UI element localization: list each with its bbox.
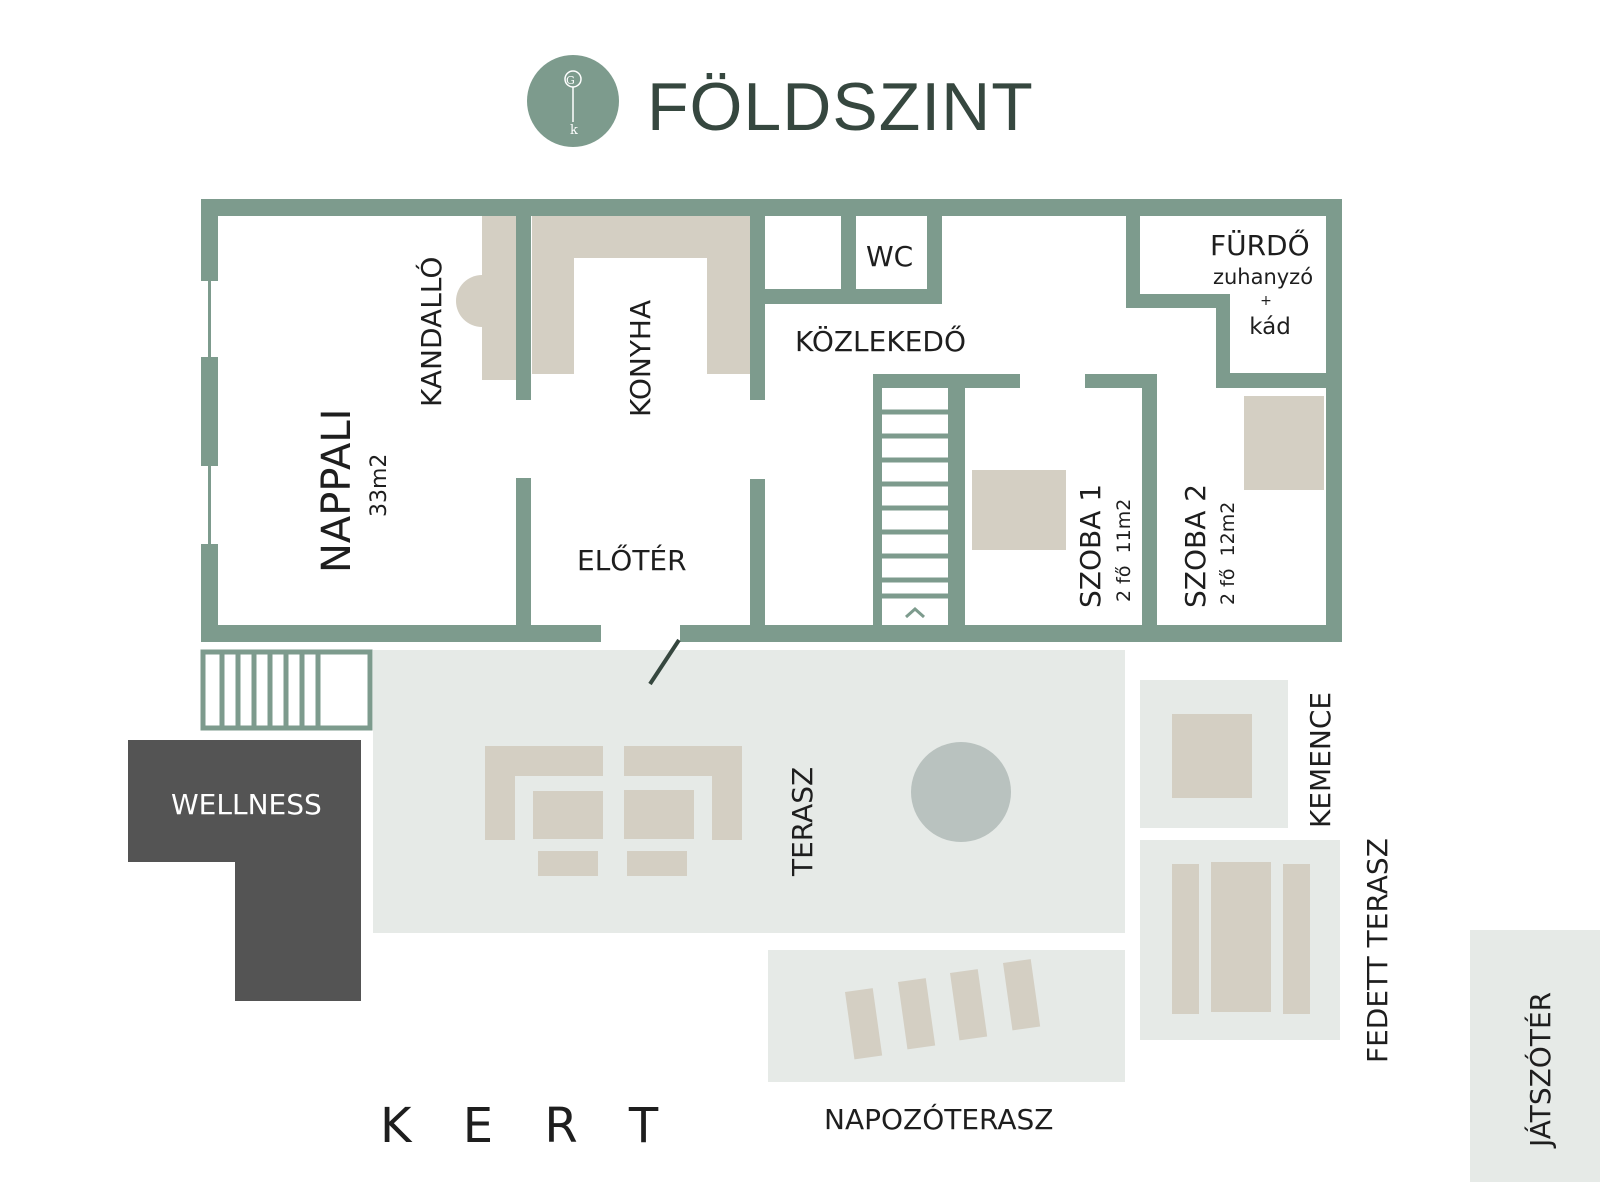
terrace-armchair-2: [624, 790, 694, 839]
terrace-sofa-left: [485, 746, 603, 840]
label-konyha: KONYHA: [624, 300, 657, 417]
outer-wall-top: [201, 199, 1341, 216]
wellness-block: [128, 740, 361, 1001]
bed-szoba-2: [1244, 396, 1324, 490]
wall-stair-right: [948, 374, 965, 634]
label-fedett-terasz: FEDETT TERASZ: [1361, 838, 1394, 1063]
label-szoba-1-detail: 2 fő 11m2: [1113, 499, 1135, 602]
label-jatszoter: JÁTSZÓTÉR: [1523, 992, 1557, 1149]
sun-lounger-4: [1003, 959, 1041, 1031]
label-kert: K E R T: [380, 1098, 676, 1154]
chevron-up-icon: [905, 606, 925, 619]
label-nappali-area: 33m2: [367, 454, 392, 517]
room-labels: NAPPALI 33m2 KANDALLÓ KONYHA ELŐTÉR WC K…: [314, 228, 1313, 608]
wall-szoba-divider: [1142, 374, 1157, 634]
terrace-armchair-1: [533, 791, 603, 839]
outer-wall-bottom-right: [680, 625, 1342, 642]
wall-wc-bottom: [765, 289, 942, 304]
svg-text:k: k: [570, 123, 578, 138]
kitchen-counter-right: [707, 216, 752, 374]
wall-bath-inner: [1216, 294, 1230, 387]
wall-living-hall-top: [516, 216, 531, 400]
window-1: [208, 281, 211, 357]
label-nappali: NAPPALI: [314, 409, 360, 573]
label-kandallo: KANDALLÓ: [414, 257, 448, 407]
fireplace: [482, 216, 516, 380]
sun-lounger-1: [845, 988, 883, 1060]
wall-kitchen-top: [750, 216, 765, 400]
wall-kitchen-bottom: [750, 479, 765, 634]
wall-szoba1-top-left: [873, 374, 1020, 388]
svg-text:G: G: [566, 74, 575, 87]
label-napozoterasz: NAPOZÓTERASZ: [824, 1102, 1053, 1136]
bed-szoba-1: [972, 470, 1066, 550]
label-eloter: ELŐTÉR: [577, 543, 687, 577]
sun-lounger-3: [950, 969, 988, 1041]
wall-stair-left: [873, 374, 882, 634]
outer-wall-bottom-left: [201, 625, 601, 642]
label-szoba-2-detail: 2 fő 12m2: [1217, 502, 1239, 605]
entrance-door: [648, 638, 681, 686]
outdoor-labels: WELLNESS TERASZ KEMENCE FEDETT TERASZ NA…: [171, 692, 1557, 1154]
label-wc: WC: [866, 240, 913, 273]
playground-area: [1470, 930, 1600, 1182]
covered-bench-1: [1172, 864, 1199, 1014]
label-kozlekedo: KÖZLEKEDŐ: [795, 324, 966, 358]
label-szoba-2: SZOBA 2: [1179, 484, 1212, 608]
label-wellness: WELLNESS: [171, 788, 322, 821]
outdoor-steps: [200, 649, 373, 731]
covered-table: [1211, 862, 1271, 1012]
key-logo-icon: G k: [564, 70, 582, 138]
outer-wall-left-2: [201, 357, 218, 466]
header: G k FÖLDSZINT: [527, 55, 1034, 147]
wall-bath-bottom: [1216, 373, 1342, 388]
window-2: [208, 466, 211, 544]
label-furdo: FÜRDŐ: [1210, 228, 1310, 262]
label-furdo-line1: zuhanyzó: [1213, 265, 1313, 289]
terrace-sofa-right: [624, 746, 742, 840]
wall-wc-right: [927, 216, 942, 304]
fireplace-hearth: [456, 275, 482, 327]
indoor-staircase: [882, 409, 948, 619]
label-szoba-1: SZOBA 1: [1074, 484, 1107, 608]
terrace-stool-1: [538, 851, 598, 876]
kemence-oven: [1172, 714, 1252, 798]
walls: [201, 199, 1342, 642]
outer-wall-right: [1326, 199, 1342, 641]
terrace-stool-2: [627, 851, 687, 876]
furniture: [456, 216, 1324, 1060]
wall-bath-step: [1126, 294, 1229, 308]
label-furdo-line3: kád: [1249, 314, 1291, 340]
label-furdo-line2: +: [1260, 293, 1272, 309]
wall-wc-left: [841, 216, 856, 296]
sun-terrace-area: [768, 950, 1125, 1082]
wall-szoba1-top-right: [1085, 374, 1157, 388]
wall-living-hall-bottom: [516, 478, 531, 634]
covered-bench-2: [1283, 864, 1310, 1014]
outer-wall-left-3: [201, 544, 218, 642]
page-title: FÖLDSZINT: [647, 69, 1034, 145]
label-terasz: TERASZ: [786, 767, 819, 877]
round-table: [911, 742, 1011, 842]
outer-wall-left-1: [201, 199, 218, 281]
label-kemence: KEMENCE: [1304, 692, 1337, 828]
wall-bath-left: [1126, 216, 1140, 308]
kitchen-counter-left: [532, 216, 574, 374]
sun-lounger-2: [898, 978, 936, 1050]
